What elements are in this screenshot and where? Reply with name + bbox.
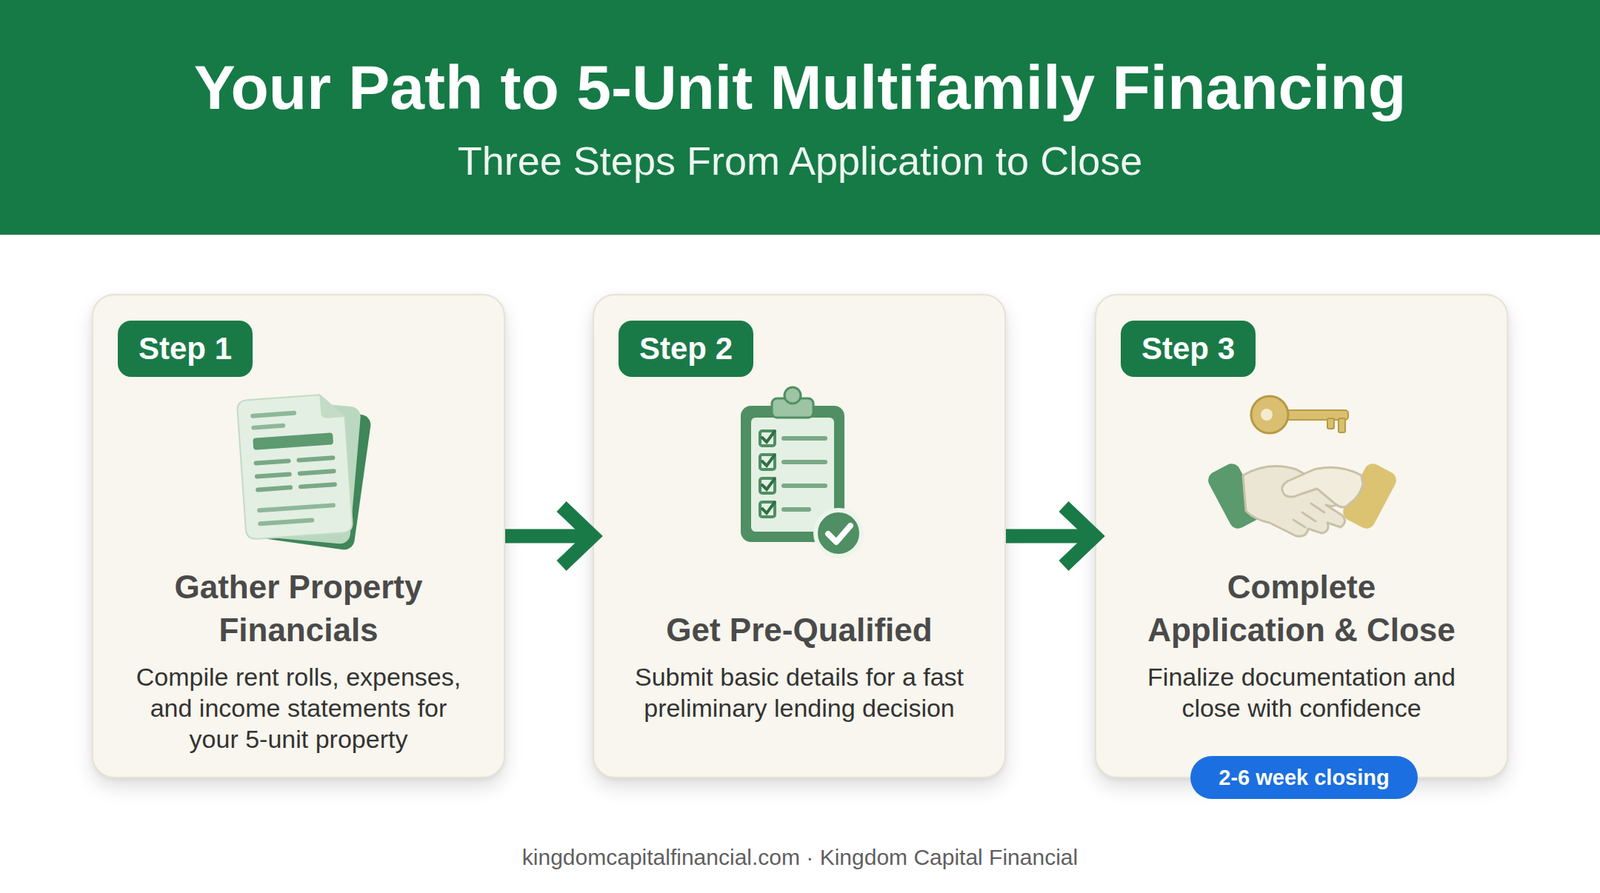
checkbox	[760, 431, 775, 446]
subtitle: Three Steps From Application to Close	[0, 137, 1600, 184]
paper-sheet	[251, 399, 362, 546]
step-description: Compile rent rolls, expenses, and income…	[128, 661, 469, 755]
arrow-head	[561, 506, 593, 566]
handshake-icon	[1205, 396, 1400, 537]
checkmark	[762, 431, 775, 443]
page-title: Your Path to 5-Unit Multifamily Financin…	[0, 51, 1600, 124]
step-heading: Gather Property Financials	[137, 565, 460, 652]
flow-arrow	[1005, 506, 1095, 566]
checkbox	[760, 502, 775, 518]
arrow-shaft	[505, 529, 584, 544]
check-badge	[815, 510, 862, 557]
paper-sheet	[237, 393, 354, 540]
text-line	[783, 483, 826, 489]
text-line	[257, 487, 291, 490]
clipboard-clip	[784, 387, 801, 404]
text-line	[260, 520, 312, 524]
clipboard-icon	[740, 387, 862, 557]
text-line	[253, 425, 283, 429]
clipboard-paper	[751, 417, 835, 532]
key-symbol	[1251, 396, 1349, 434]
key-tooth	[1327, 418, 1335, 429]
timeline-pill: 2-6 week closing	[1190, 756, 1418, 800]
sleeve-cuff	[1205, 460, 1265, 532]
text-line	[783, 460, 826, 465]
step-number: Step 1	[138, 333, 232, 365]
step-heading: Get Pre-Qualified	[638, 608, 961, 652]
checkmark	[762, 478, 775, 490]
step-badge: Step 3	[1120, 320, 1256, 378]
key-shaft	[1284, 410, 1349, 420]
step-number: Step 2	[639, 333, 733, 365]
step-number: Step 3	[1141, 333, 1235, 365]
text-line	[256, 460, 289, 463]
paper-fold	[319, 393, 345, 419]
sleeve-cuff	[1340, 460, 1400, 532]
flow-arrow	[505, 506, 593, 566]
footer-credit: kingdomcapitalfinancial.com · Kingdom Ca…	[0, 844, 1600, 872]
header-bar	[252, 432, 334, 450]
documents-icon	[237, 393, 372, 552]
text-line	[259, 505, 334, 511]
checkmark	[828, 525, 851, 543]
key-hole	[1260, 408, 1273, 421]
checkbox	[760, 478, 775, 494]
step-description: Finalize documentation and close with co…	[1131, 661, 1472, 724]
clipboard-clip	[771, 398, 814, 418]
key-tooth	[1338, 418, 1346, 433]
step-heading: Complete Application & Close	[1140, 565, 1463, 652]
text-line	[252, 413, 295, 417]
step-card: Gather Property FinancialsCompile rent r…	[91, 294, 506, 779]
arrow-shaft	[1005, 529, 1086, 544]
text-line	[298, 457, 333, 460]
paper-shadow	[257, 402, 372, 552]
text-line	[257, 474, 290, 477]
key-bow	[1251, 396, 1289, 434]
checkmark	[762, 454, 775, 466]
step-badge: Step 1	[117, 320, 253, 378]
text-line	[300, 484, 335, 487]
step-card: Complete Application & CloseFinalize doc…	[1094, 294, 1509, 779]
step-description: Submit basic details for a fast prelimin…	[628, 661, 970, 724]
text-line	[300, 471, 335, 474]
checkbox	[760, 454, 775, 470]
arrow-head	[1063, 506, 1095, 566]
text-line	[783, 507, 809, 512]
checkmark	[762, 502, 775, 514]
clipboard-board	[740, 405, 845, 543]
hand	[1282, 467, 1363, 508]
closing-time: 2-6 week closing	[1218, 767, 1390, 789]
header-band: Your Path to 5-Unit Multifamily Financin…	[0, 0, 1600, 235]
step-card: Get Pre-QualifiedSubmit basic details fo…	[592, 294, 1006, 779]
finger-line	[1293, 503, 1325, 528]
text-line	[783, 436, 826, 441]
hand	[1242, 466, 1346, 538]
step-badge: Step 2	[618, 320, 754, 378]
front-sheet	[237, 393, 354, 540]
